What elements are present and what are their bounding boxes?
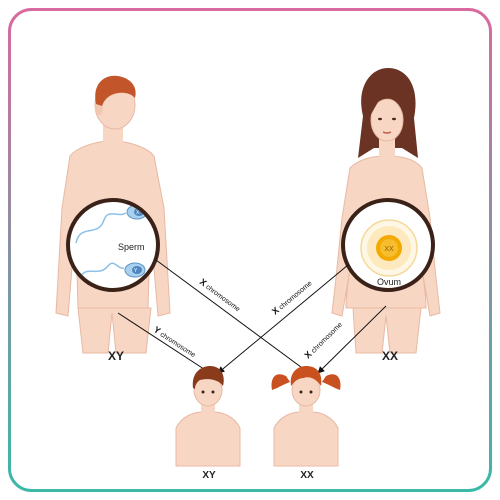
arrow-ovum-x-to-son [217, 264, 349, 374]
arrow-ovum-x-to-daughter [317, 305, 387, 374]
male-hair [95, 75, 136, 106]
sex-determination-diagram: X Y Sperm XX Ovum Xchromosome Ych [8, 8, 492, 492]
father-genotype: XY [108, 349, 124, 363]
svg-text:X: X [136, 210, 140, 216]
son-genotype: XY [202, 470, 216, 481]
girl-figure-icon [271, 366, 341, 467]
ovum-cell-icon: XX Ovum [341, 198, 435, 292]
daughter-genotype: XX [300, 470, 314, 481]
ovum-chromosomes: XX [384, 246, 394, 253]
ovum-label: Ovum [377, 277, 401, 287]
svg-text:Y: Y [134, 268, 138, 274]
sperm-cell-icon: X Y Sperm [66, 198, 160, 292]
boy-figure-icon [175, 366, 241, 467]
sperm-label: Sperm [118, 242, 145, 252]
arrow-sperm-x-to-daughter [155, 259, 310, 374]
arrow-sperm-y-to-son [117, 312, 211, 374]
mother-genotype: XX [382, 349, 398, 363]
diagram-frame: X Y Sperm XX Ovum Xchromosome Ych [8, 8, 492, 492]
